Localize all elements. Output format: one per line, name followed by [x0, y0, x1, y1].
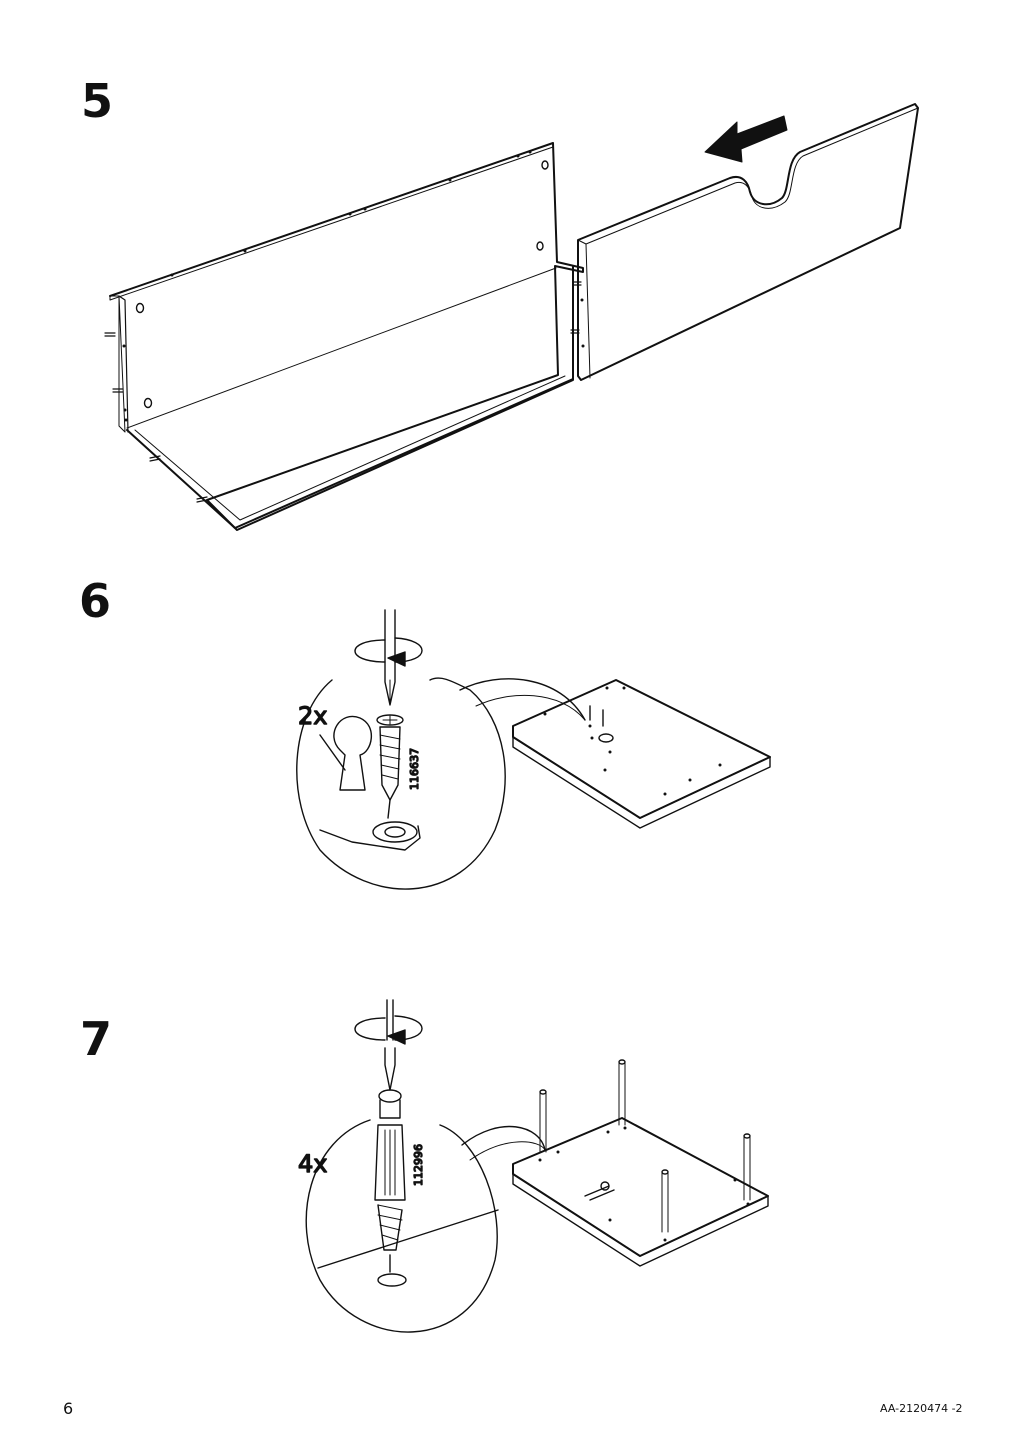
step-6-number: 6: [79, 574, 111, 628]
magnifier-circle: [296, 677, 506, 890]
quantity-2x: 2x: [298, 702, 327, 730]
push-direction-arrow: [704, 115, 788, 163]
front-panel: [577, 103, 919, 381]
screw-116637: [376, 714, 404, 801]
part-number-112996: 112996: [412, 1144, 425, 1186]
board-step-7: [512, 1117, 769, 1257]
back-panel: [109, 142, 584, 531]
quantity-4x: 4x: [298, 1150, 327, 1178]
step-7-number: 7: [80, 1012, 112, 1066]
step-6-illustration: [296, 609, 771, 890]
board-step-6: [512, 679, 771, 819]
step-5-number: 5: [81, 74, 113, 128]
screwdriver-shaft: [384, 1047, 396, 1091]
part-number-116637: 116637: [408, 748, 421, 790]
bottom-panel: [126, 378, 574, 529]
magnifier-circle: [305, 1119, 498, 1333]
dowel-112996: [374, 1089, 406, 1251]
step-7-illustration: [305, 999, 769, 1333]
page-number: 6: [63, 1399, 74, 1418]
document-id: AA-2120474 -2: [880, 1402, 963, 1415]
step-5-illustration: [104, 103, 919, 531]
